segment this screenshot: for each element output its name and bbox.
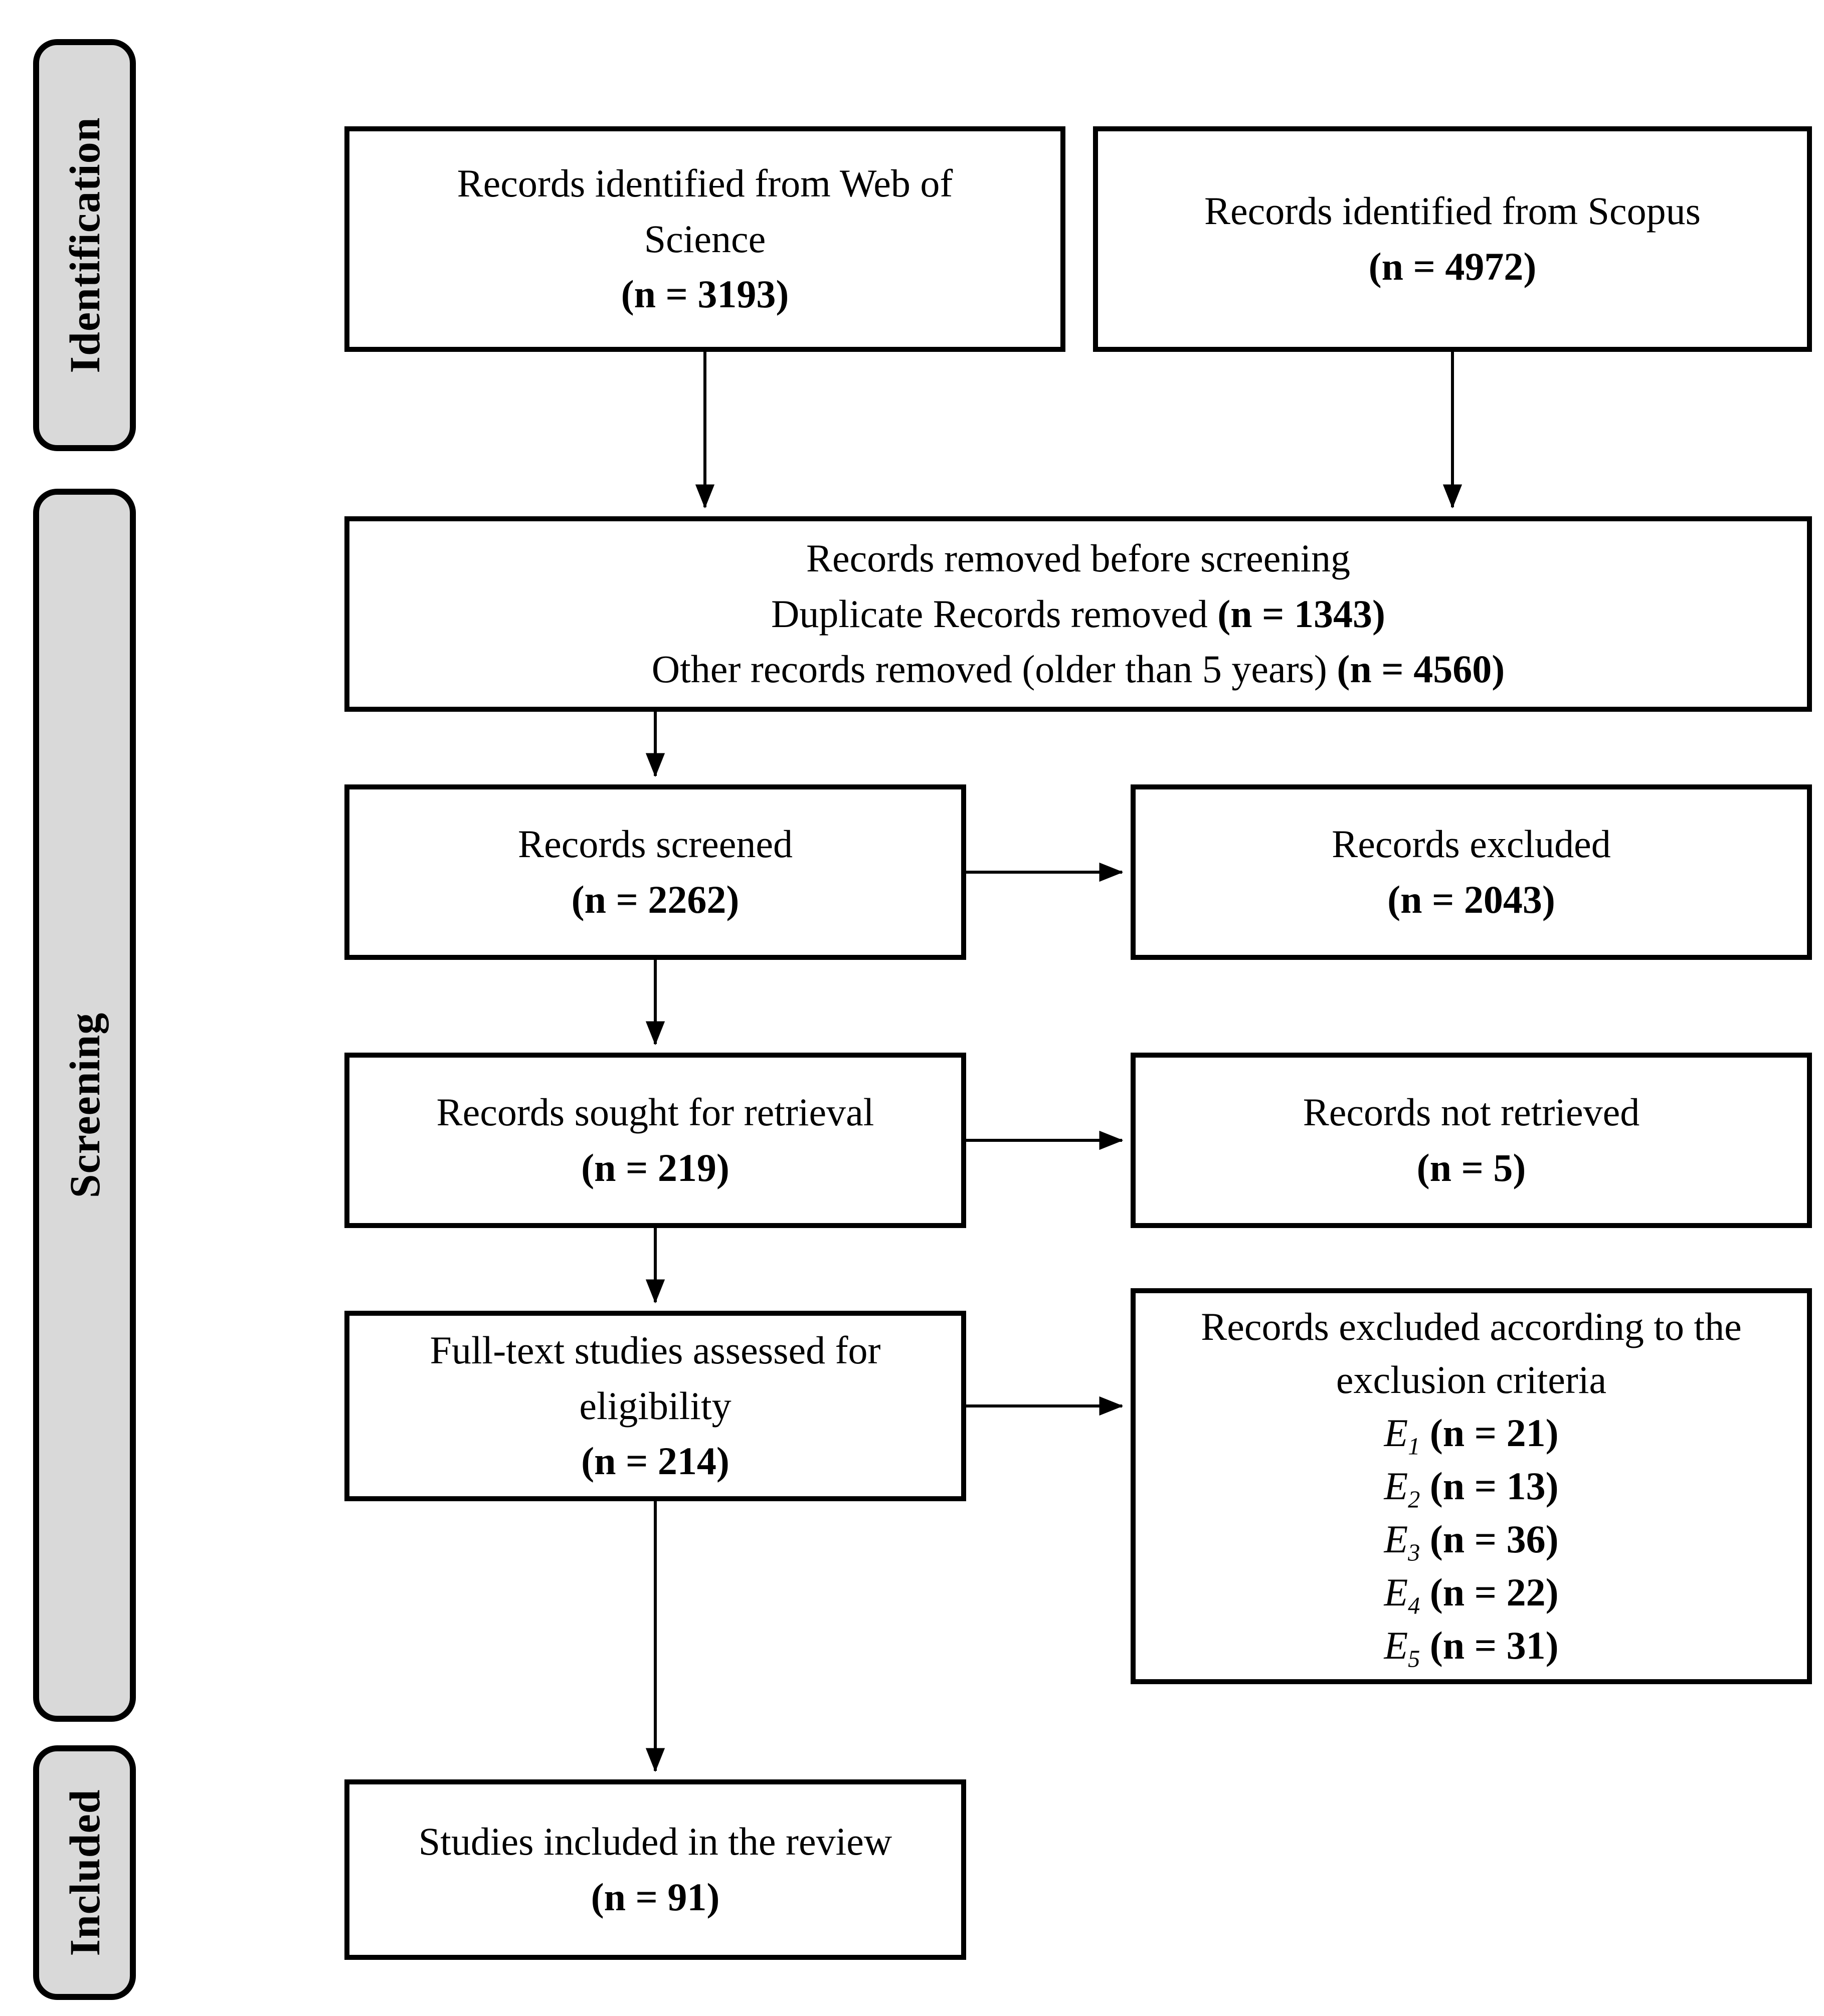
box-count: (n = 5)	[1416, 1146, 1526, 1189]
box-text: Records screened	[518, 822, 793, 866]
criterion-count: (n = 31)	[1429, 1624, 1559, 1668]
box-records-screened: Records screened (n = 2262)	[344, 784, 966, 960]
box-records-excluded-exclusion-criteria: Records excluded according to the exclus…	[1131, 1288, 1812, 1684]
removed-line-count: (n = 4560)	[1337, 647, 1505, 691]
stage-label-identification: Identification	[60, 117, 109, 373]
box-records-removed-before-screening: Records removed before screening Duplica…	[344, 516, 1812, 712]
criterion-subscript: 5	[1408, 1646, 1420, 1673]
box-text: Other records removed (older than 5 year…	[375, 642, 1782, 697]
criterion-label: E	[1384, 1570, 1408, 1615]
box-count: (n = 3193)	[621, 272, 789, 316]
box-records-identified-web-of-science: Records identified from Web of Science (…	[344, 126, 1065, 352]
box-count: (n = 4972)	[1368, 245, 1537, 288]
criterion-subscript: 4	[1408, 1592, 1420, 1620]
box-title: Records removed before screening	[806, 536, 1351, 580]
removed-line-text: Duplicate Records removed	[771, 591, 1208, 636]
removed-line-count: (n = 1343)	[1217, 591, 1385, 636]
criterion-subscript: 2	[1408, 1486, 1420, 1513]
box-text: Full-text studies assessed for	[430, 1328, 881, 1372]
criterion-label: E	[1384, 1624, 1408, 1668]
criterion-label: E	[1384, 1517, 1408, 1561]
stage-band-screening: Screening	[33, 489, 136, 1722]
box-studies-included: Studies included in the review (n = 91)	[344, 1779, 966, 1960]
box-records-sought-for-retrieval: Records sought for retrieval (n = 219)	[344, 1053, 966, 1228]
box-records-identified-scopus: Records identified from Scopus (n = 4972…	[1093, 126, 1812, 352]
box-count: (n = 91)	[591, 1875, 720, 1919]
box-text: Records excluded	[1332, 822, 1611, 866]
exclusion-item: E5 (n = 31)	[1161, 1619, 1782, 1672]
box-count: (n = 214)	[581, 1439, 729, 1483]
box-count: (n = 2262)	[571, 878, 740, 921]
removed-line-text: Other records removed (older than 5 year…	[651, 647, 1327, 691]
box-fulltext-assessed: Full-text studies assessed for eligibili…	[344, 1311, 966, 1501]
box-title: Records excluded according to the	[1201, 1304, 1742, 1348]
box-text: Studies included in the review	[418, 1820, 892, 1864]
criterion-count: (n = 21)	[1429, 1410, 1559, 1455]
criterion-subscript: 3	[1408, 1539, 1420, 1566]
stage-band-identification: Identification	[33, 39, 136, 451]
criterion-count: (n = 36)	[1429, 1517, 1559, 1561]
criterion-subscript: 1	[1408, 1433, 1420, 1460]
criterion-label: E	[1384, 1464, 1408, 1508]
stage-label-included: Included	[60, 1789, 109, 1956]
exclusion-item: E3 (n = 36)	[1161, 1513, 1782, 1566]
box-count: (n = 219)	[581, 1146, 729, 1189]
box-count: (n = 2043)	[1387, 878, 1555, 921]
criterion-count: (n = 22)	[1429, 1570, 1559, 1615]
criterion-label: E	[1384, 1410, 1408, 1455]
stage-label-screening: Screening	[60, 1012, 109, 1198]
box-text: Duplicate Records removed (n = 1343)	[375, 586, 1782, 642]
box-text: Records sought for retrieval	[436, 1090, 874, 1134]
box-text: Records identified from Scopus	[1204, 189, 1701, 233]
box-text: eligibility	[579, 1383, 732, 1428]
exclusion-item: E2 (n = 13)	[1161, 1460, 1782, 1513]
box-records-excluded: Records excluded (n = 2043)	[1131, 784, 1812, 960]
exclusion-item: E1 (n = 21)	[1161, 1406, 1782, 1460]
box-records-not-retrieved: Records not retrieved (n = 5)	[1131, 1053, 1812, 1228]
exclusion-item: E4 (n = 22)	[1161, 1566, 1782, 1619]
criterion-count: (n = 13)	[1429, 1464, 1559, 1508]
box-text: Records not retrieved	[1303, 1090, 1640, 1134]
box-title: exclusion criteria	[1336, 1357, 1607, 1401]
box-text: Records identified from Web of	[457, 161, 953, 205]
stage-band-included: Included	[33, 1745, 136, 2000]
box-text: Science	[644, 217, 766, 261]
